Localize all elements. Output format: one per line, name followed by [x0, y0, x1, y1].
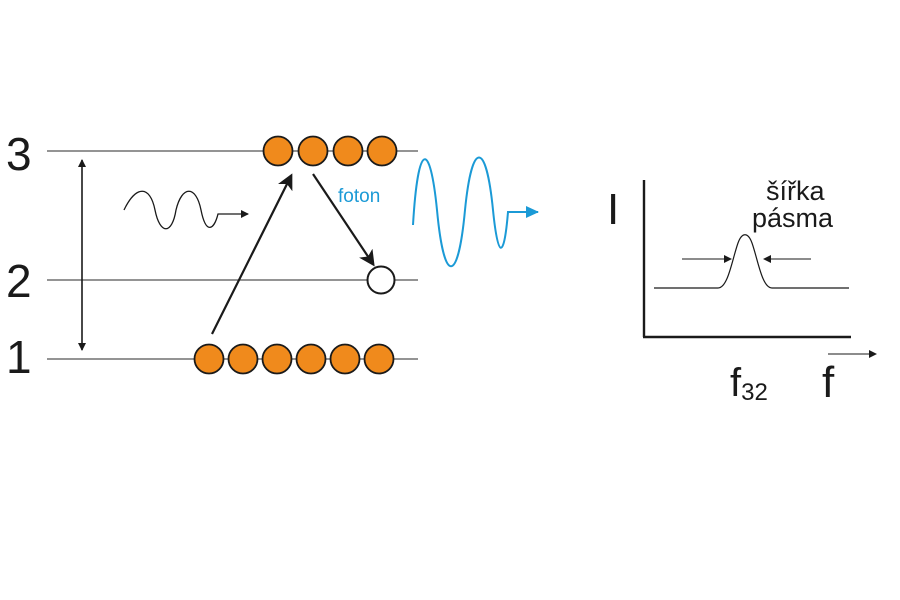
empty-atom [366, 265, 396, 295]
frequency-axis-label: f [822, 358, 835, 407]
pump-arrow [211, 173, 293, 335]
intensity-axis-label: I [607, 185, 619, 234]
atom [261, 343, 293, 375]
level-1-label: 1 [6, 331, 32, 383]
atom [295, 343, 327, 375]
atom [262, 135, 294, 167]
photon-wave-icon [412, 156, 539, 267]
atom [227, 343, 259, 375]
atom [329, 343, 361, 375]
spectral-line-curve [654, 234, 849, 289]
level-3-label: 3 [6, 128, 32, 180]
bandwidth-label-line2: pásma [752, 203, 834, 233]
atom [193, 343, 225, 375]
atom [297, 135, 329, 167]
bandwidth-label-line1: šířka [766, 176, 825, 206]
atom [363, 343, 395, 375]
atom [332, 135, 364, 167]
photon-label: foton [338, 186, 380, 207]
peak-frequency-label: f32 [730, 361, 768, 406]
emission-arrow [312, 173, 375, 267]
pump-wave-icon [123, 190, 249, 230]
atom [366, 135, 398, 167]
level-2-label: 2 [6, 255, 32, 307]
peak-frequency-main: f [730, 361, 742, 405]
level-3-atoms [262, 135, 398, 167]
spectrum-plot: I f šířka pásma f32 [607, 176, 877, 407]
level-1-atoms [193, 343, 395, 375]
peak-frequency-subscript: 32 [741, 379, 768, 406]
